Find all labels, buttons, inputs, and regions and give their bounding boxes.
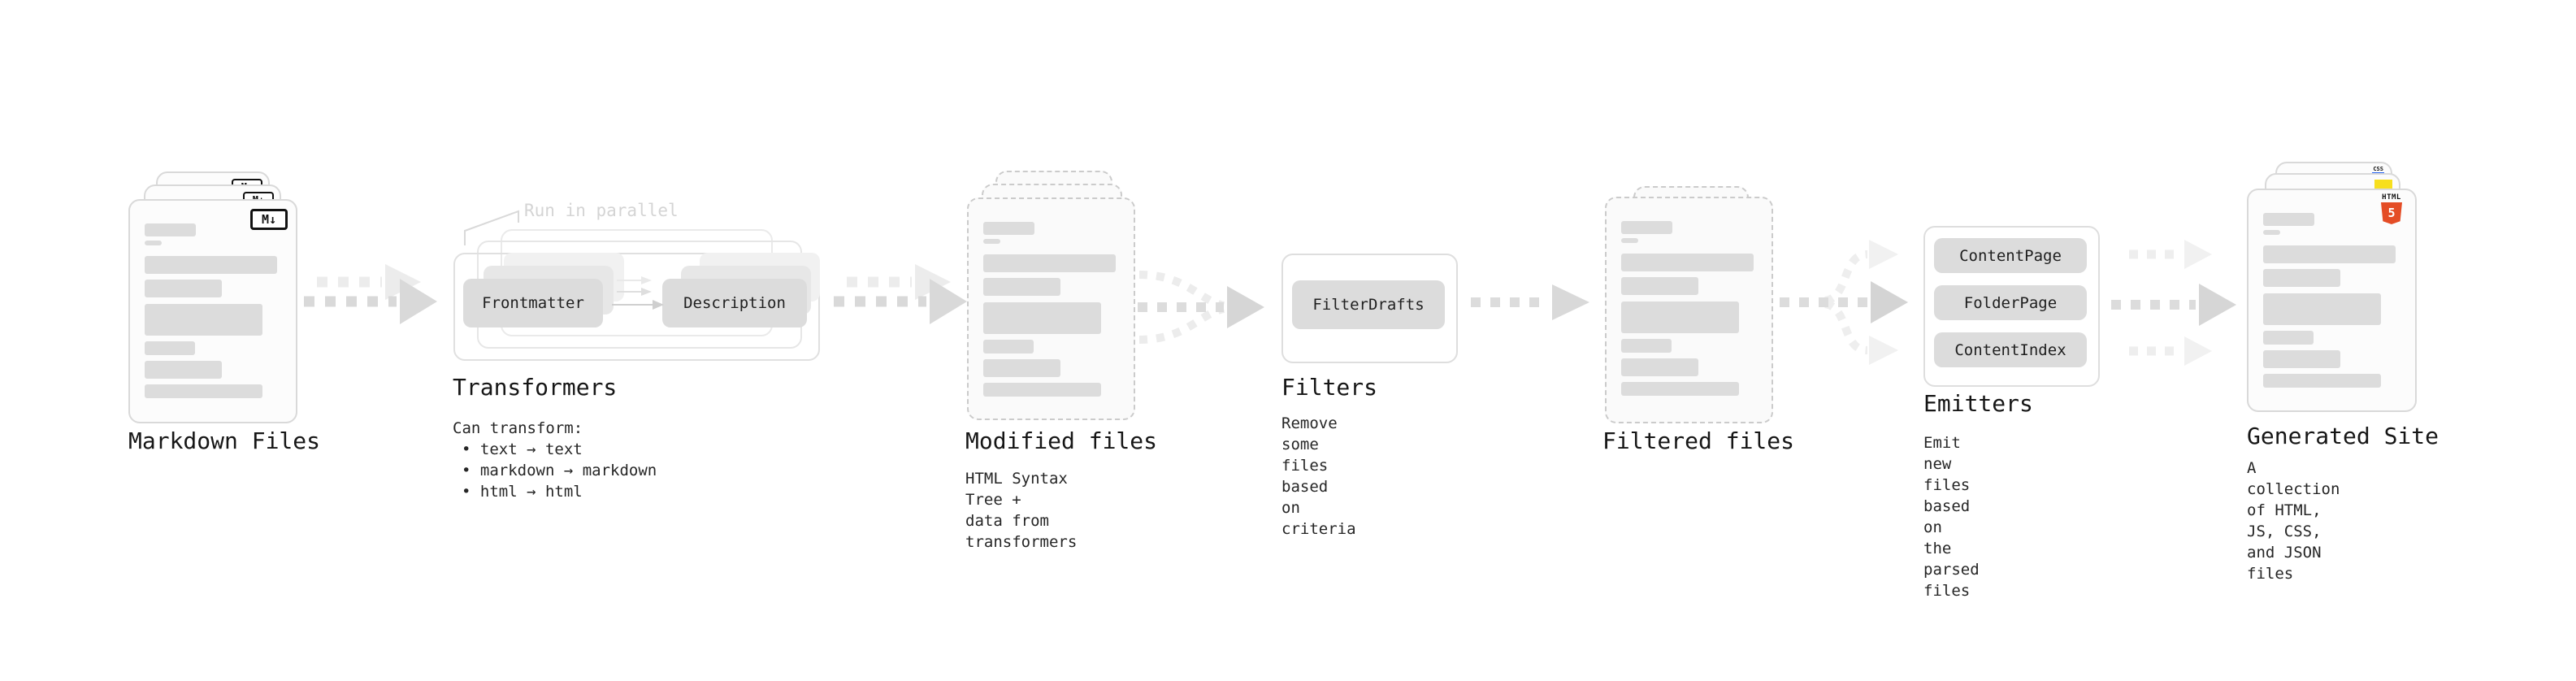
text-line-bar [2263,374,2381,388]
doc-content-bars [145,223,277,398]
text-line-bar [2263,269,2340,287]
parallel-flow-arrows-icon [2111,240,2236,366]
contentindex-node: ContentIndex [1934,332,2087,367]
text-line-bar [2263,213,2314,226]
filters-description: Remove some files based on criteria [1281,414,1356,538]
text-line-bar [1621,254,1754,271]
generated-site-description: A collection of HTML, JS, CSS, and JSON … [2247,459,2340,583]
text-line-bar [983,340,1034,354]
doc-content-bars [2263,213,2396,388]
stage-label-emitters: Emitters [1923,390,2033,417]
merge-arrow-icon [1138,271,1264,344]
text-line-bar [983,302,1101,334]
text-line-bar [1621,382,1739,396]
text-line-bar [2263,350,2340,368]
doc-content-bars [983,222,1116,397]
folderpage-node: FolderPage [1934,285,2087,320]
text-line-bar [145,256,277,274]
text-line-bar [983,239,1000,244]
text-line-bar [1621,221,1672,234]
transformers-description: Can transform: • text → text • markdown … [453,418,657,502]
text-line-bar [2263,230,2280,235]
doc-content-bars [1621,221,1754,396]
markdown-file-card: M↓ [128,199,297,423]
callout-line-icon [464,210,519,245]
stage-label-transformers: Transformers [453,374,618,401]
flow-arrow-icon [1471,284,1589,320]
text-line-bar [1621,358,1698,376]
contentpage-node: ContentPage [1934,238,2087,273]
run-in-parallel-note: Run in parallel [524,201,679,220]
stage-label-generated-site: Generated Site [2247,423,2439,449]
modified-file-card [967,197,1135,420]
html5-icon-number: 5 [2387,206,2396,220]
text-line-bar [2263,245,2396,263]
stage-label-markdown-files: Markdown Files [128,427,321,454]
description-node: Description [662,279,807,327]
html5-icon-word: HTML [2382,193,2401,202]
text-line-bar [983,383,1101,397]
text-line-bar [145,304,262,336]
stage-label-modified-files: Modified files [965,427,1158,454]
text-line-bar [1621,301,1739,333]
html5-icon-shield: 5 [2381,202,2402,224]
markdown-icon: M↓ [250,209,288,230]
text-line-bar [983,359,1060,377]
fanout-arrow-icon [1780,240,1908,365]
text-line-bar [145,341,195,355]
filtered-file-card [1605,197,1773,423]
text-line-bar [145,361,222,379]
transform-bullet: • html → html [462,483,583,501]
flow-arrow-icon [304,264,437,324]
text-line-bar [2263,293,2381,325]
transform-bullet: • text → text [462,440,583,458]
modified-files-description: HTML Syntax Tree + data from transformer… [965,470,1078,551]
html-file-card: HTML 5 [2247,189,2417,412]
text-line-bar [983,222,1034,235]
stage-label-filters: Filters [1281,374,1378,401]
filterdrafts-node: FilterDrafts [1292,280,1445,329]
flow-arrow-icon [834,264,967,324]
text-line-bar [2263,331,2314,345]
js-icon [2374,180,2392,189]
can-transform-title: Can transform: [453,419,583,437]
transformer-layer-frame-front [453,253,820,361]
text-line-bar [1621,339,1672,353]
text-line-bar [1621,277,1698,295]
text-line-bar [145,384,262,398]
text-line-bar [145,280,222,297]
emitters-description: Emit new files based on the parsed files [1923,434,1980,600]
text-line-bar [1621,238,1638,243]
text-line-bar [983,254,1116,272]
text-line-bar [145,223,196,236]
text-line-bar [983,278,1060,296]
transform-bullet: • markdown → markdown [462,462,657,479]
html5-icon: HTML 5 [2378,194,2405,224]
frontmatter-node: Frontmatter [463,279,603,327]
text-line-bar [145,241,162,245]
stage-label-filtered-files: Filtered files [1602,427,1795,454]
parallel-arrows-icon [612,276,664,310]
